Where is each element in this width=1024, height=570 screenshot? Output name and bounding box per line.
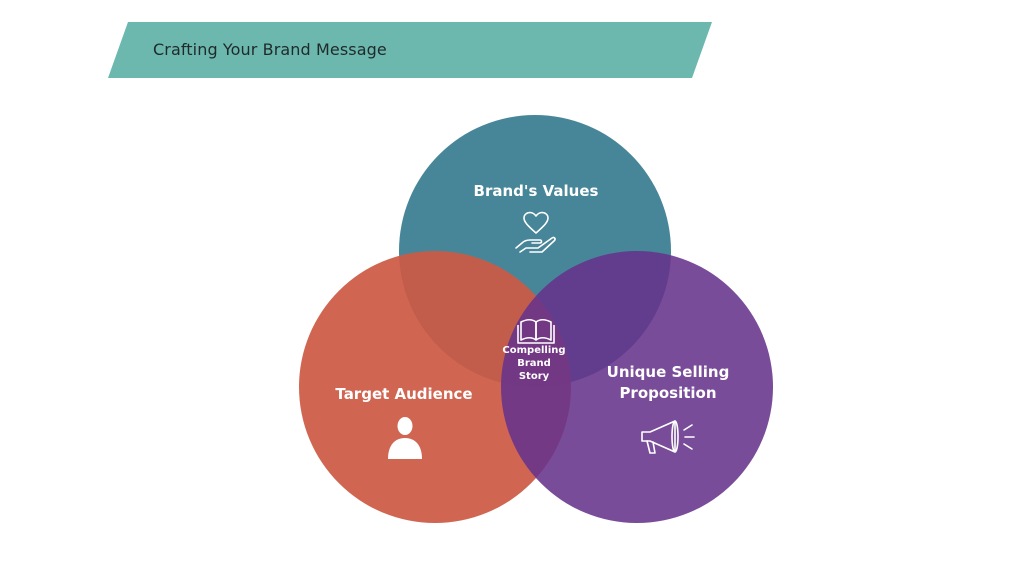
usp-label: Unique Selling Proposition [568, 362, 768, 404]
usp-label-line-1: Unique Selling [606, 363, 730, 381]
title-banner [108, 22, 712, 78]
target-audience-label: Target Audience [335, 385, 473, 403]
venn-circles [299, 115, 773, 523]
usp-label-line-2: Proposition [619, 384, 717, 402]
center-label-line-3: Story [518, 371, 550, 382]
megaphone-icon [641, 420, 695, 454]
heart-hand-icon [515, 211, 556, 253]
circle-unique-selling-proposition [501, 251, 773, 523]
circle-target-audience [299, 251, 571, 523]
banner-shape [108, 22, 712, 78]
brands-values-label: Brand's Values [473, 182, 599, 200]
center-label: Compelling Brand Story [484, 344, 584, 383]
page-title: Crafting Your Brand Message [153, 40, 387, 59]
center-label-line-1: Compelling [502, 345, 566, 356]
center-label-line-2: Brand [517, 358, 551, 369]
open-book-icon [517, 318, 555, 344]
person-icon [388, 417, 422, 459]
